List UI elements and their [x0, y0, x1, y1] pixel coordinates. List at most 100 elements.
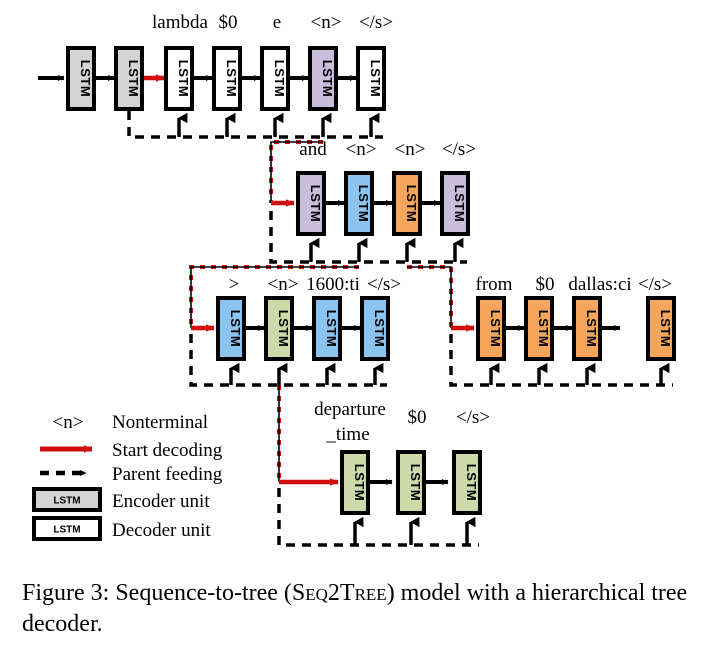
lstm-unit-label: LSTM: [368, 60, 383, 97]
lstm-unit-label: LSTM: [352, 464, 367, 501]
parent-feeding-row3-left: [189, 334, 387, 387]
token-label-line2: _time: [325, 424, 369, 445]
token-label: </s>: [359, 12, 393, 33]
legend-label: Decoder unit: [112, 520, 211, 541]
parent-feeding-risers: [177, 112, 380, 137]
parent-feeding-risers: [229, 362, 384, 385]
lstm-unit-label: LSTM: [176, 60, 191, 97]
legend-decoder-unit-icon: LSTM: [32, 516, 102, 541]
legend-nonterminal-symbol: <n>: [53, 412, 84, 433]
token-label: $0: [408, 407, 427, 428]
lstm-unit-label: LSTM: [584, 310, 599, 347]
lstm-unit-label: LSTM: [356, 185, 371, 222]
caption-line-2: with a hierarchical tree decoder.: [22, 580, 688, 638]
token-label-line1: departure: [314, 399, 386, 420]
lstm-unit[interactable]: LSTM: [360, 296, 390, 361]
lstm-unit-label: LSTM: [308, 185, 323, 222]
lstm-unit[interactable]: LSTM: [264, 296, 294, 361]
parent-feeding-row4: [277, 488, 479, 547]
lstm-unit[interactable]: LSTM: [524, 296, 554, 361]
legend-encoder-lstm-label: LSTM: [53, 496, 80, 507]
lstm-unit-label: LSTM: [78, 60, 93, 97]
start-decoding-branch-row4: [277, 385, 339, 486]
lstm-unit[interactable]: LSTM: [440, 171, 470, 236]
lstm-unit[interactable]: LSTM: [356, 46, 386, 111]
legend-label: Nonterminal: [112, 412, 208, 433]
lstm-unit-label: LSTM: [404, 185, 419, 222]
start-decoding-branch-row2: [269, 140, 323, 207]
parent-feeding-row1: [127, 111, 383, 139]
caption-text-1: Sequence-to-tree (: [115, 580, 292, 606]
lstm-unit-label: LSTM: [464, 464, 479, 501]
lstm-unit[interactable]: LSTM: [164, 46, 194, 111]
token-label: dallas:ci: [568, 274, 631, 295]
caption-prefix: Figure 3:: [22, 580, 110, 606]
token-label: </s>: [367, 274, 401, 295]
row-departure-time-branch: LSTM LSTM LSTM departure _time $0 </s>: [277, 399, 490, 547]
lstm-unit[interactable]: LSTM: [452, 450, 482, 515]
token-label: </s>: [638, 274, 672, 295]
figure-caption: Figure 3: Sequence-to-tree (Seq2Tree) mo…: [22, 578, 690, 640]
lstm-unit-label: LSTM: [228, 310, 243, 347]
row-from-branch: LSTM LSTM LSTM LSTM from $0 dallas:ci </…: [449, 274, 676, 387]
lstm-unit[interactable]: LSTM: [344, 171, 374, 236]
token-label: >: [229, 274, 240, 295]
lstm-unit-label: LSTM: [224, 60, 239, 97]
lstm-unit-label: LSTM: [126, 60, 141, 97]
legend-label: Encoder unit: [112, 491, 210, 512]
token-label: $0: [219, 12, 238, 33]
lstm-unit-label: LSTM: [488, 310, 503, 347]
lstm-unit-label: LSTM: [276, 310, 291, 347]
caption-model-name: Seq2Tree: [291, 580, 387, 606]
token-label: <n>: [268, 274, 299, 295]
lstm-unit-label: LSTM: [272, 60, 287, 97]
token-label: </s>: [442, 139, 476, 160]
legend-label: Parent feeding: [112, 464, 223, 485]
lstm-unit[interactable]: LSTM: [212, 46, 242, 111]
lstm-unit[interactable]: LSTM: [312, 296, 342, 361]
lstm-unit-label: LSTM: [658, 310, 673, 347]
token-label: e: [273, 12, 281, 33]
lstm-unit[interactable]: LSTM: [572, 296, 602, 361]
token-label: $0: [536, 274, 555, 295]
parent-feeding-risers: [489, 362, 670, 385]
token-label: lambda: [152, 12, 208, 33]
legend-encoder-unit-icon: LSTM: [32, 487, 102, 512]
lstm-unit[interactable]: LSTM: [646, 296, 676, 361]
parent-feeding-row2: [269, 211, 467, 264]
lstm-unit[interactable]: LSTM: [114, 46, 144, 111]
parent-feeding-risers: [309, 237, 464, 262]
legend-label: Start decoding: [112, 440, 223, 461]
lstm-unit[interactable]: LSTM: [340, 450, 370, 515]
parent-feeding-row3-right: [449, 334, 673, 387]
lstm-unit-label: LSTM: [536, 310, 551, 347]
start-decoding-branch-row3-right: [407, 265, 475, 332]
lstm-unit[interactable]: LSTM: [216, 296, 246, 361]
lstm-unit[interactable]: LSTM: [66, 46, 96, 111]
row-greater-than-branch: LSTM LSTM LSTM LSTM > <n> 1600:ti </s>: [189, 274, 401, 387]
lstm-unit-label: LSTM: [408, 464, 423, 501]
token-label: <n>: [346, 139, 377, 160]
lstm-unit[interactable]: LSTM: [392, 171, 422, 236]
row-root-sequence: LSTM LSTM LSTM LSTM LSTM: [38, 12, 393, 139]
parent-feeding-risers: [353, 516, 476, 545]
token-label: <n>: [395, 139, 426, 160]
row-and-branch: LSTM LSTM LSTM LSTM and <n> <n> </s>: [269, 139, 476, 264]
lstm-unit[interactable]: LSTM: [476, 296, 506, 361]
lstm-unit[interactable]: LSTM: [260, 46, 290, 111]
start-decoding-branch-row3-left: [189, 265, 359, 332]
token-label: from: [476, 274, 513, 295]
token-label: <n>: [311, 12, 342, 33]
legend: <n> Nonterminal Start decoding Parent fe…: [32, 412, 223, 541]
lstm-unit-label: LSTM: [324, 310, 339, 347]
lstm-unit[interactable]: LSTM: [396, 450, 426, 515]
lstm-unit-label: LSTM: [320, 60, 335, 97]
lstm-unit[interactable]: LSTM: [308, 46, 338, 111]
lstm-unit-label: LSTM: [452, 185, 467, 222]
token-label: </s>: [456, 407, 490, 428]
lstm-unit-label: LSTM: [372, 310, 387, 347]
caption-text-2: ) model: [386, 580, 461, 606]
token-label: and: [299, 139, 327, 160]
lstm-unit[interactable]: LSTM: [296, 171, 326, 236]
